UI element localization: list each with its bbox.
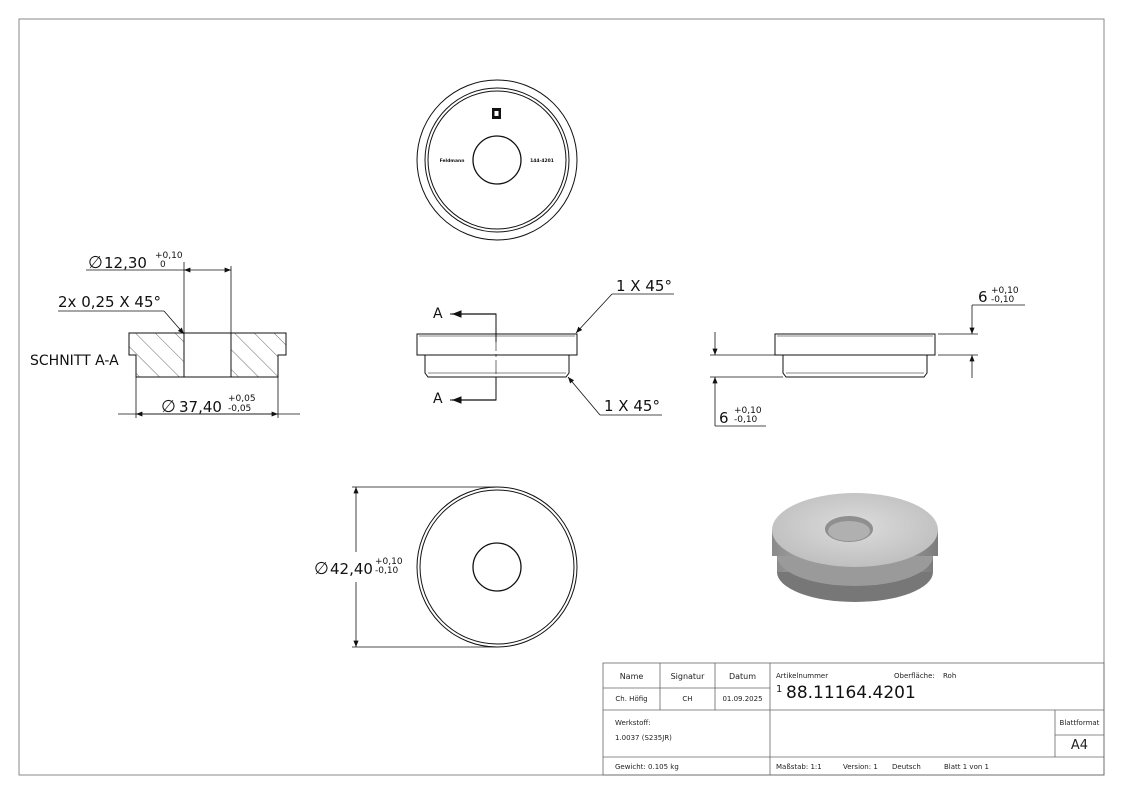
tb-blatt: Blatt 1 von 1 bbox=[944, 763, 989, 771]
height-upper-tol-up: +0,10 bbox=[991, 286, 1019, 296]
tb-col-signatur: Signatur bbox=[670, 672, 705, 681]
outer-dia-symbol: ∅ bbox=[161, 397, 176, 417]
tb-name: Ch. Höfig bbox=[615, 695, 648, 703]
bore-dia-symbol: ∅ bbox=[88, 253, 103, 273]
flange-dia-tol-lo: -0,10 bbox=[375, 566, 399, 576]
tb-version: Version: 1 bbox=[843, 763, 878, 771]
tb-col-name: Name bbox=[619, 672, 644, 681]
section-label: SCHNITT A-A bbox=[30, 353, 119, 369]
height-upper-value: 6 bbox=[978, 288, 988, 306]
title-block bbox=[602, 662, 1105, 776]
top-view bbox=[416, 79, 578, 241]
tb-oberflaeche-label: Oberfläche: bbox=[894, 672, 935, 680]
height-lower-tol-lo: -0,10 bbox=[734, 415, 758, 425]
tb-artikel-prefix: 1 bbox=[776, 684, 783, 695]
chamfer-top-label: 1 X 45° bbox=[616, 277, 672, 295]
chamfer-bore-label: 2x 0,25 X 45° bbox=[58, 293, 161, 311]
tb-werkstoff-label: Werkstoff: bbox=[615, 719, 651, 727]
height-lower-tol-up: +0,10 bbox=[734, 406, 762, 416]
top-label-left: Feldmann bbox=[440, 158, 465, 164]
cut-marker-bottom: A bbox=[433, 391, 443, 407]
tb-signatur: CH bbox=[682, 695, 693, 703]
outer-dia-tol-up: +0,05 bbox=[228, 394, 256, 404]
bore-dia-tol-lo: 0 bbox=[160, 260, 166, 270]
tb-oberflaeche-value: Roh bbox=[943, 672, 957, 680]
flange-dia-tol-up: +0,10 bbox=[375, 557, 403, 567]
sheet-border bbox=[18, 18, 1105, 776]
flange-dia-value: 42,40 bbox=[330, 560, 373, 578]
logo-mark bbox=[492, 108, 501, 119]
tb-werkstoff-value: 1.0037 (S235JR) bbox=[615, 734, 672, 742]
outer-dia-value: 37,40 bbox=[179, 398, 222, 416]
tb-artikel-label: Artikelnummer bbox=[776, 672, 829, 680]
bottom-view bbox=[352, 486, 578, 648]
bore-dia-value: 12,30 bbox=[104, 254, 147, 272]
tb-sprache: Deutsch bbox=[892, 763, 921, 771]
height-lower-value: 6 bbox=[719, 409, 729, 427]
tb-gewicht: Gewicht: 0.105 kg bbox=[615, 763, 679, 771]
outer-dia-tol-lo: -0,05 bbox=[228, 404, 251, 414]
section-view bbox=[58, 262, 300, 418]
height-upper-tol-lo: -0,10 bbox=[991, 295, 1015, 305]
cut-marker-top: A bbox=[433, 306, 443, 322]
bore-dia-tol-up: +0,10 bbox=[155, 251, 183, 261]
tb-blattformat-value: A4 bbox=[1070, 738, 1089, 753]
top-label-right: 144-4201 bbox=[530, 158, 554, 164]
chamfer-bottom-label: 1 X 45° bbox=[604, 397, 660, 415]
side-view bbox=[710, 304, 1025, 427]
tb-col-datum: Datum bbox=[728, 672, 757, 681]
flange-dia-symbol: ∅ bbox=[314, 559, 329, 579]
tb-massstab: Maßstab: 1:1 bbox=[776, 763, 822, 771]
tb-datum: 01.09.2025 bbox=[722, 695, 763, 703]
tb-blattformat-label: Blattformat bbox=[1059, 719, 1100, 727]
isometric-view bbox=[772, 493, 938, 602]
front-view bbox=[416, 293, 674, 416]
tb-artikel-number: 88.11164.4201 bbox=[786, 683, 916, 703]
